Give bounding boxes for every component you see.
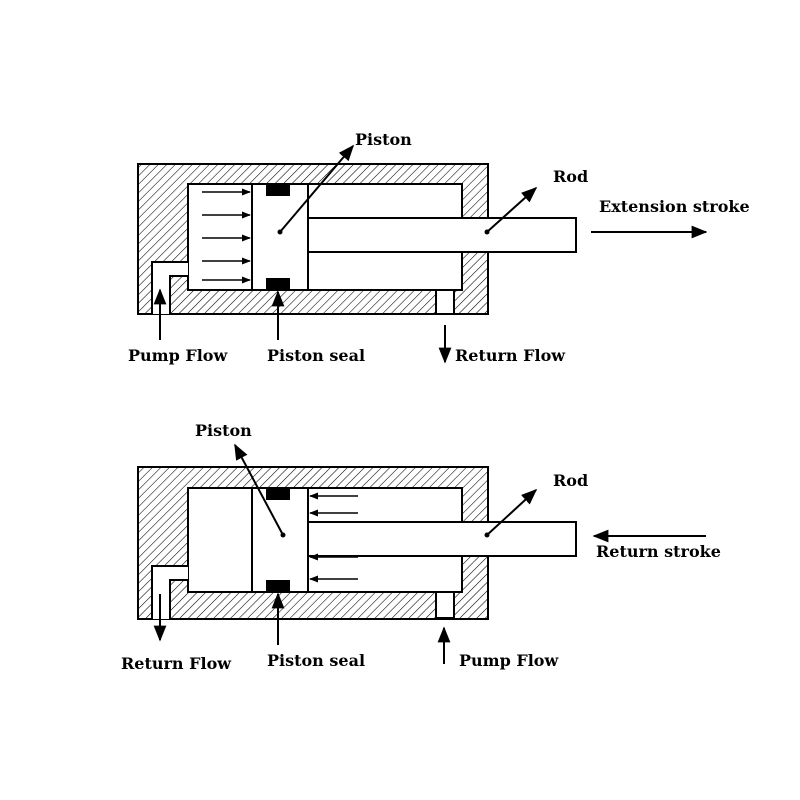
rod-label: Rod xyxy=(553,167,588,186)
cylinder-bore xyxy=(187,183,463,291)
piston-leader xyxy=(279,144,355,233)
piston xyxy=(251,487,309,593)
piston-seal-bottom xyxy=(266,580,290,592)
piston-seal-bottom xyxy=(266,278,290,290)
pump-flow-label: Pump Flow xyxy=(128,346,228,365)
cylinder-bore xyxy=(187,487,463,593)
extension-diagram: Piston Rod Extension stroke Pump Flow Pi… xyxy=(128,130,750,365)
rod-leader xyxy=(486,186,538,233)
pressure-arrows xyxy=(202,188,251,284)
return-flow-label: Return Flow xyxy=(121,654,232,673)
piston xyxy=(251,183,309,291)
rod-label: Rod xyxy=(553,471,588,490)
return-stroke-label: Return stroke xyxy=(596,542,721,561)
pump-port xyxy=(435,591,455,619)
piston-seal-label: Piston seal xyxy=(267,651,365,670)
piston-seal-top xyxy=(266,488,290,500)
rod xyxy=(308,521,577,557)
piston-label: Piston xyxy=(195,421,252,440)
piston-label: Piston xyxy=(355,130,412,149)
return-port xyxy=(435,289,455,315)
return-diagram: Piston Rod Return stroke Return Flow Pis… xyxy=(121,421,721,673)
piston-seal-top xyxy=(266,184,290,196)
rod xyxy=(308,217,577,253)
piston-seal-label: Piston seal xyxy=(267,346,365,365)
piston-leader xyxy=(234,443,284,536)
return-flow-label: Return Flow xyxy=(455,346,566,365)
pump-flow-label: Pump Flow xyxy=(459,651,559,670)
extension-stroke-label: Extension stroke xyxy=(599,197,750,216)
rod-leader xyxy=(486,488,538,536)
pressure-arrows xyxy=(309,492,358,583)
